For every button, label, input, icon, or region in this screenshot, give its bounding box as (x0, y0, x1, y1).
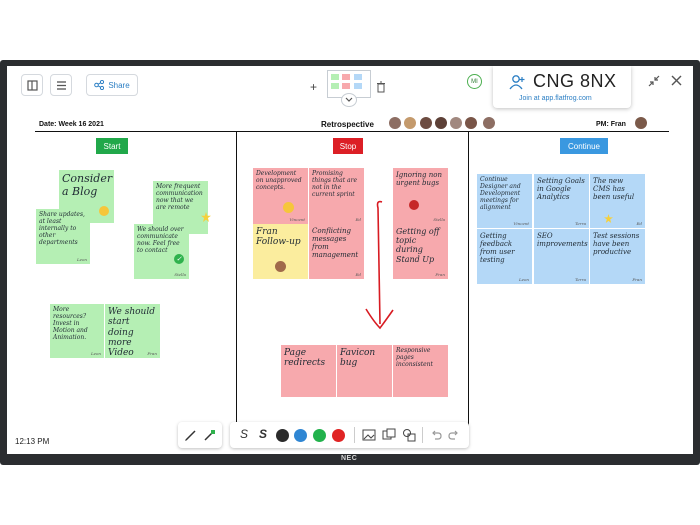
pen-color-red[interactable] (332, 429, 345, 442)
sticky-note[interactable]: More resources? Invest in Motion and Ani… (50, 304, 104, 358)
board-panel-button[interactable] (21, 74, 43, 96)
close-icon (671, 75, 682, 86)
column-divider (236, 132, 237, 427)
brand-logo: NEC (341, 455, 358, 462)
participant-avatar (435, 117, 447, 129)
pm-avatar (635, 117, 647, 129)
participant-avatar (420, 117, 432, 129)
sticky-note[interactable]: Development on unapproved concepts.Vince… (253, 168, 308, 224)
column-header-stop[interactable]: Stop (333, 138, 363, 154)
pen-color-black[interactable] (276, 429, 289, 442)
hamburger-icon (56, 80, 66, 90)
sticky-note[interactable]: Favicon bug (337, 345, 392, 397)
trash-icon (377, 81, 385, 93)
sticky-note[interactable]: Promising things that are not in the cur… (309, 168, 364, 224)
mode-toolbar (178, 422, 222, 448)
bug-icon (409, 200, 419, 210)
panel-icon (26, 79, 38, 91)
emoji-icon (99, 206, 109, 216)
sticky-note[interactable]: Fran Follow-up (253, 224, 308, 279)
column-divider (468, 132, 469, 427)
checkmark-icon: ✓ (174, 254, 184, 264)
sticky-note[interactable]: Page redirects (281, 345, 336, 397)
user-avatar[interactable]: MI (467, 74, 482, 89)
handdrawn-arrow (365, 200, 394, 330)
drawing-toolbar: S S (230, 422, 469, 448)
participant-avatar (450, 117, 462, 129)
star-icon (201, 212, 211, 222)
column-header-start[interactable]: Start (96, 138, 128, 154)
sticky-note[interactable]: Continue Designer and Development meetin… (477, 174, 532, 228)
participant-avatar (465, 117, 477, 129)
header-divider (35, 131, 669, 132)
share-button[interactable]: Share (86, 74, 138, 96)
participant-avatar (404, 117, 416, 129)
star-icon (604, 214, 613, 223)
whiteboard-screen: Share + MI CNG 8NX Join at app.flatfrog.… (7, 66, 693, 454)
session-code: CNG 8NX (533, 71, 617, 91)
expand-pages-button[interactable] (341, 93, 357, 107)
toolbar-divider (354, 427, 355, 443)
thin-pen-icon[interactable]: S (240, 427, 249, 441)
redo-icon[interactable] (448, 429, 460, 441)
share-label: Share (108, 80, 130, 90)
thick-pen-icon[interactable]: S (259, 427, 268, 441)
chevron-down-icon (345, 97, 353, 102)
participant-avatar (389, 117, 401, 129)
share-icon (94, 80, 105, 90)
image-icon[interactable] (362, 428, 376, 442)
pen-mode-icon[interactable] (184, 428, 198, 442)
undo-icon[interactable] (430, 429, 442, 441)
participant-avatar (483, 117, 495, 129)
session-code-panel: CNG 8NX Join at app.flatfrog.com (493, 66, 631, 108)
menu-button[interactable] (50, 74, 72, 96)
emoji-icon (283, 202, 294, 213)
collapse-icon (648, 75, 660, 87)
sticky-note[interactable]: Responsive pages inconsistent (393, 345, 448, 397)
delete-page-button[interactable] (376, 80, 386, 98)
sticky-note-icon[interactable] (382, 428, 396, 442)
column-header-continue[interactable]: Continue (560, 138, 608, 154)
date-label: Date: Week 16 2021 (39, 121, 104, 128)
board-title: Retrospective (321, 120, 374, 129)
pen-color-blue[interactable] (294, 429, 307, 442)
toolbar-divider (422, 427, 423, 443)
join-url[interactable]: Join at app.flatfrog.com (519, 95, 592, 102)
pm-label: PM: Fran (596, 121, 626, 128)
sticky-note[interactable]: We should over communicate now. Feel fre… (134, 224, 189, 279)
minimize-button[interactable] (647, 74, 661, 93)
shapes-icon[interactable] (402, 428, 416, 442)
add-user-icon (509, 75, 525, 90)
pen-color-green[interactable] (313, 429, 326, 442)
eraser-mode-icon[interactable] (203, 428, 217, 442)
clock: 12:13 PM (15, 437, 50, 446)
avatar (275, 261, 286, 272)
sticky-note[interactable]: Share updates, at least internally to ot… (36, 209, 90, 264)
add-page-button[interactable]: + (310, 80, 318, 94)
close-button[interactable] (670, 74, 683, 92)
